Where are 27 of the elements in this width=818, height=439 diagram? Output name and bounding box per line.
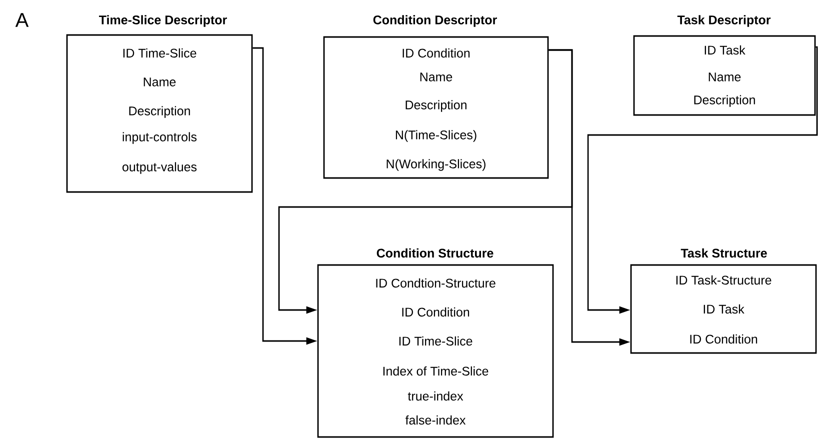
box-heading: Task Structure — [680, 248, 767, 258]
node-label: ID Time-Slice — [399, 336, 472, 346]
node-label: ID Time-Slice — [123, 48, 196, 58]
box-heading: Time-Slice Descriptor — [99, 15, 227, 27]
entity-box: ID Task Name Description — [633, 35, 816, 116]
entity-box: ID Condition Name Description N(Time-Slices) N(Working-Slices) — [323, 36, 549, 179]
entity-box: ID Task-Structure ID Task ID Condition — [630, 264, 817, 354]
node-label: Index of Time-Slice — [383, 366, 488, 376]
box-heading: Task Descriptor — [677, 15, 771, 27]
node-label: Description — [406, 100, 466, 112]
entity-box: ID Condtion-Structure ID Condition ID Time-Slice Index of Time-Slice true-index false-index — [317, 264, 554, 438]
node-label: ID Condition — [402, 48, 470, 58]
node-label: output-values — [122, 162, 197, 174]
node-label: N(Working-Slices) — [386, 159, 486, 171]
node-label: input-controls — [122, 132, 197, 144]
box-heading: Condition Structure — [376, 248, 494, 258]
box-heading: Condition Descriptor — [373, 15, 497, 27]
node-label: false-index — [405, 415, 466, 425]
node-label: Name — [144, 78, 176, 86]
node-label: Name — [420, 72, 452, 82]
node-label: ID Condition — [402, 307, 470, 317]
node-label: true-index — [408, 391, 464, 401]
panel-letter: A — [15, 13, 29, 27]
entity-box: ID Time-Slice Name Description input-controls output-values — [66, 34, 253, 193]
node-label: ID Condtion-Structure — [376, 278, 496, 288]
node-label: Description — [129, 106, 190, 118]
node-label: N(Time-Slices) — [396, 130, 476, 142]
